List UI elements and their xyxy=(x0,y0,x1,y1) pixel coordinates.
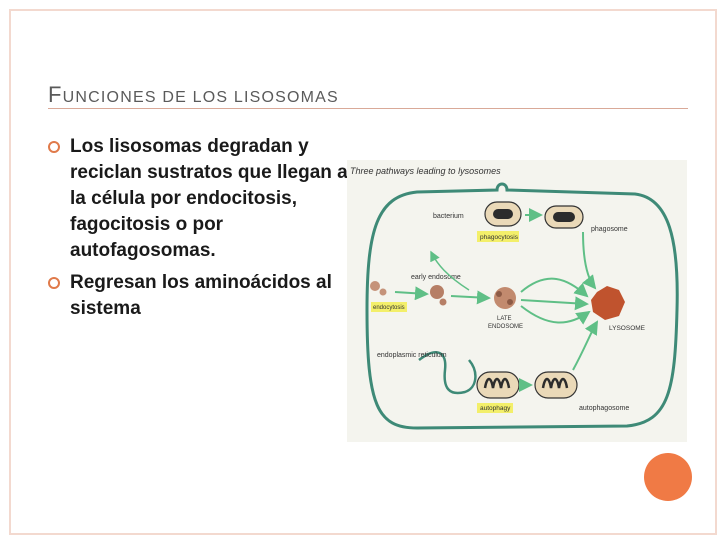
bullet-list: Los lisosomas degradan y reciclan sustra… xyxy=(48,134,348,328)
arrow xyxy=(394,286,429,301)
autophagy-tag xyxy=(477,403,513,413)
arrow xyxy=(572,320,599,371)
cell-membrane xyxy=(365,182,679,430)
bullet-circle-icon xyxy=(48,277,60,289)
phagocytosis-tag xyxy=(477,231,519,242)
title-first-letter: F xyxy=(48,82,63,107)
label-lysosome: LYSOSOME xyxy=(609,325,646,332)
mitochondrion-shape xyxy=(483,377,511,389)
title-rest: unciones de los lisosomas xyxy=(62,89,339,106)
label-early-endosome: early endosome xyxy=(411,274,461,281)
slide-title: Funciones de los lisosomas xyxy=(48,82,339,108)
label-bacterium: bacterium xyxy=(433,213,464,220)
arrow xyxy=(582,231,597,290)
bullet-text: Regresan los aminoácidos al sistema xyxy=(70,272,332,319)
autophagy-vesicle xyxy=(476,371,520,399)
bullet-circle-icon xyxy=(48,141,60,153)
bacterium-core xyxy=(493,209,513,219)
corner-decoration xyxy=(644,453,692,501)
lysosome-shape xyxy=(591,286,625,320)
arrow xyxy=(520,277,589,298)
label-late: LATE xyxy=(497,316,512,322)
bullet-text: Los lisosomas degradan y reciclan sustra… xyxy=(70,136,348,261)
phagosome-core xyxy=(553,212,575,222)
early-endosome-vesicle xyxy=(439,298,447,306)
late-endosome xyxy=(494,287,516,309)
early-endosome xyxy=(430,285,444,299)
arrow xyxy=(520,305,591,325)
lysosome-pathways-diagram: Three pathways leading to lysosomes bact… xyxy=(347,160,687,442)
endocytic-vesicle xyxy=(379,288,387,296)
autophagosome-shape xyxy=(534,371,578,399)
mitochondrion-shape xyxy=(541,377,569,389)
late-endosome-granule xyxy=(496,291,502,297)
bullet-item: Regresan los aminoácidos al sistema xyxy=(48,270,348,322)
bullet-item: Los lisosomas degradan y reciclan sustra… xyxy=(48,134,348,264)
endocytic-vesicle xyxy=(370,281,380,291)
endocytosis-tag xyxy=(371,302,407,312)
label-autophagosome: autophagosome xyxy=(579,405,629,412)
title-underline xyxy=(48,108,688,109)
diagram-heading: Three pathways leading to lysosomes xyxy=(350,166,501,176)
er-membrane xyxy=(418,351,477,395)
arrow xyxy=(430,250,470,291)
late-endosome-granule xyxy=(507,299,513,305)
label-phagosome: phagosome xyxy=(591,226,628,233)
arrow xyxy=(520,296,589,311)
arrow xyxy=(450,290,491,305)
label-autophagy: autophagy xyxy=(480,405,511,412)
label-endosome: ENDOSOME xyxy=(488,324,523,330)
slide-frame xyxy=(9,9,717,535)
label-phagocytosis: phagocytosis xyxy=(480,234,519,241)
label-endocytosis: endocytosis xyxy=(373,305,405,311)
label-er: endoplasmic reticulum xyxy=(377,352,447,359)
